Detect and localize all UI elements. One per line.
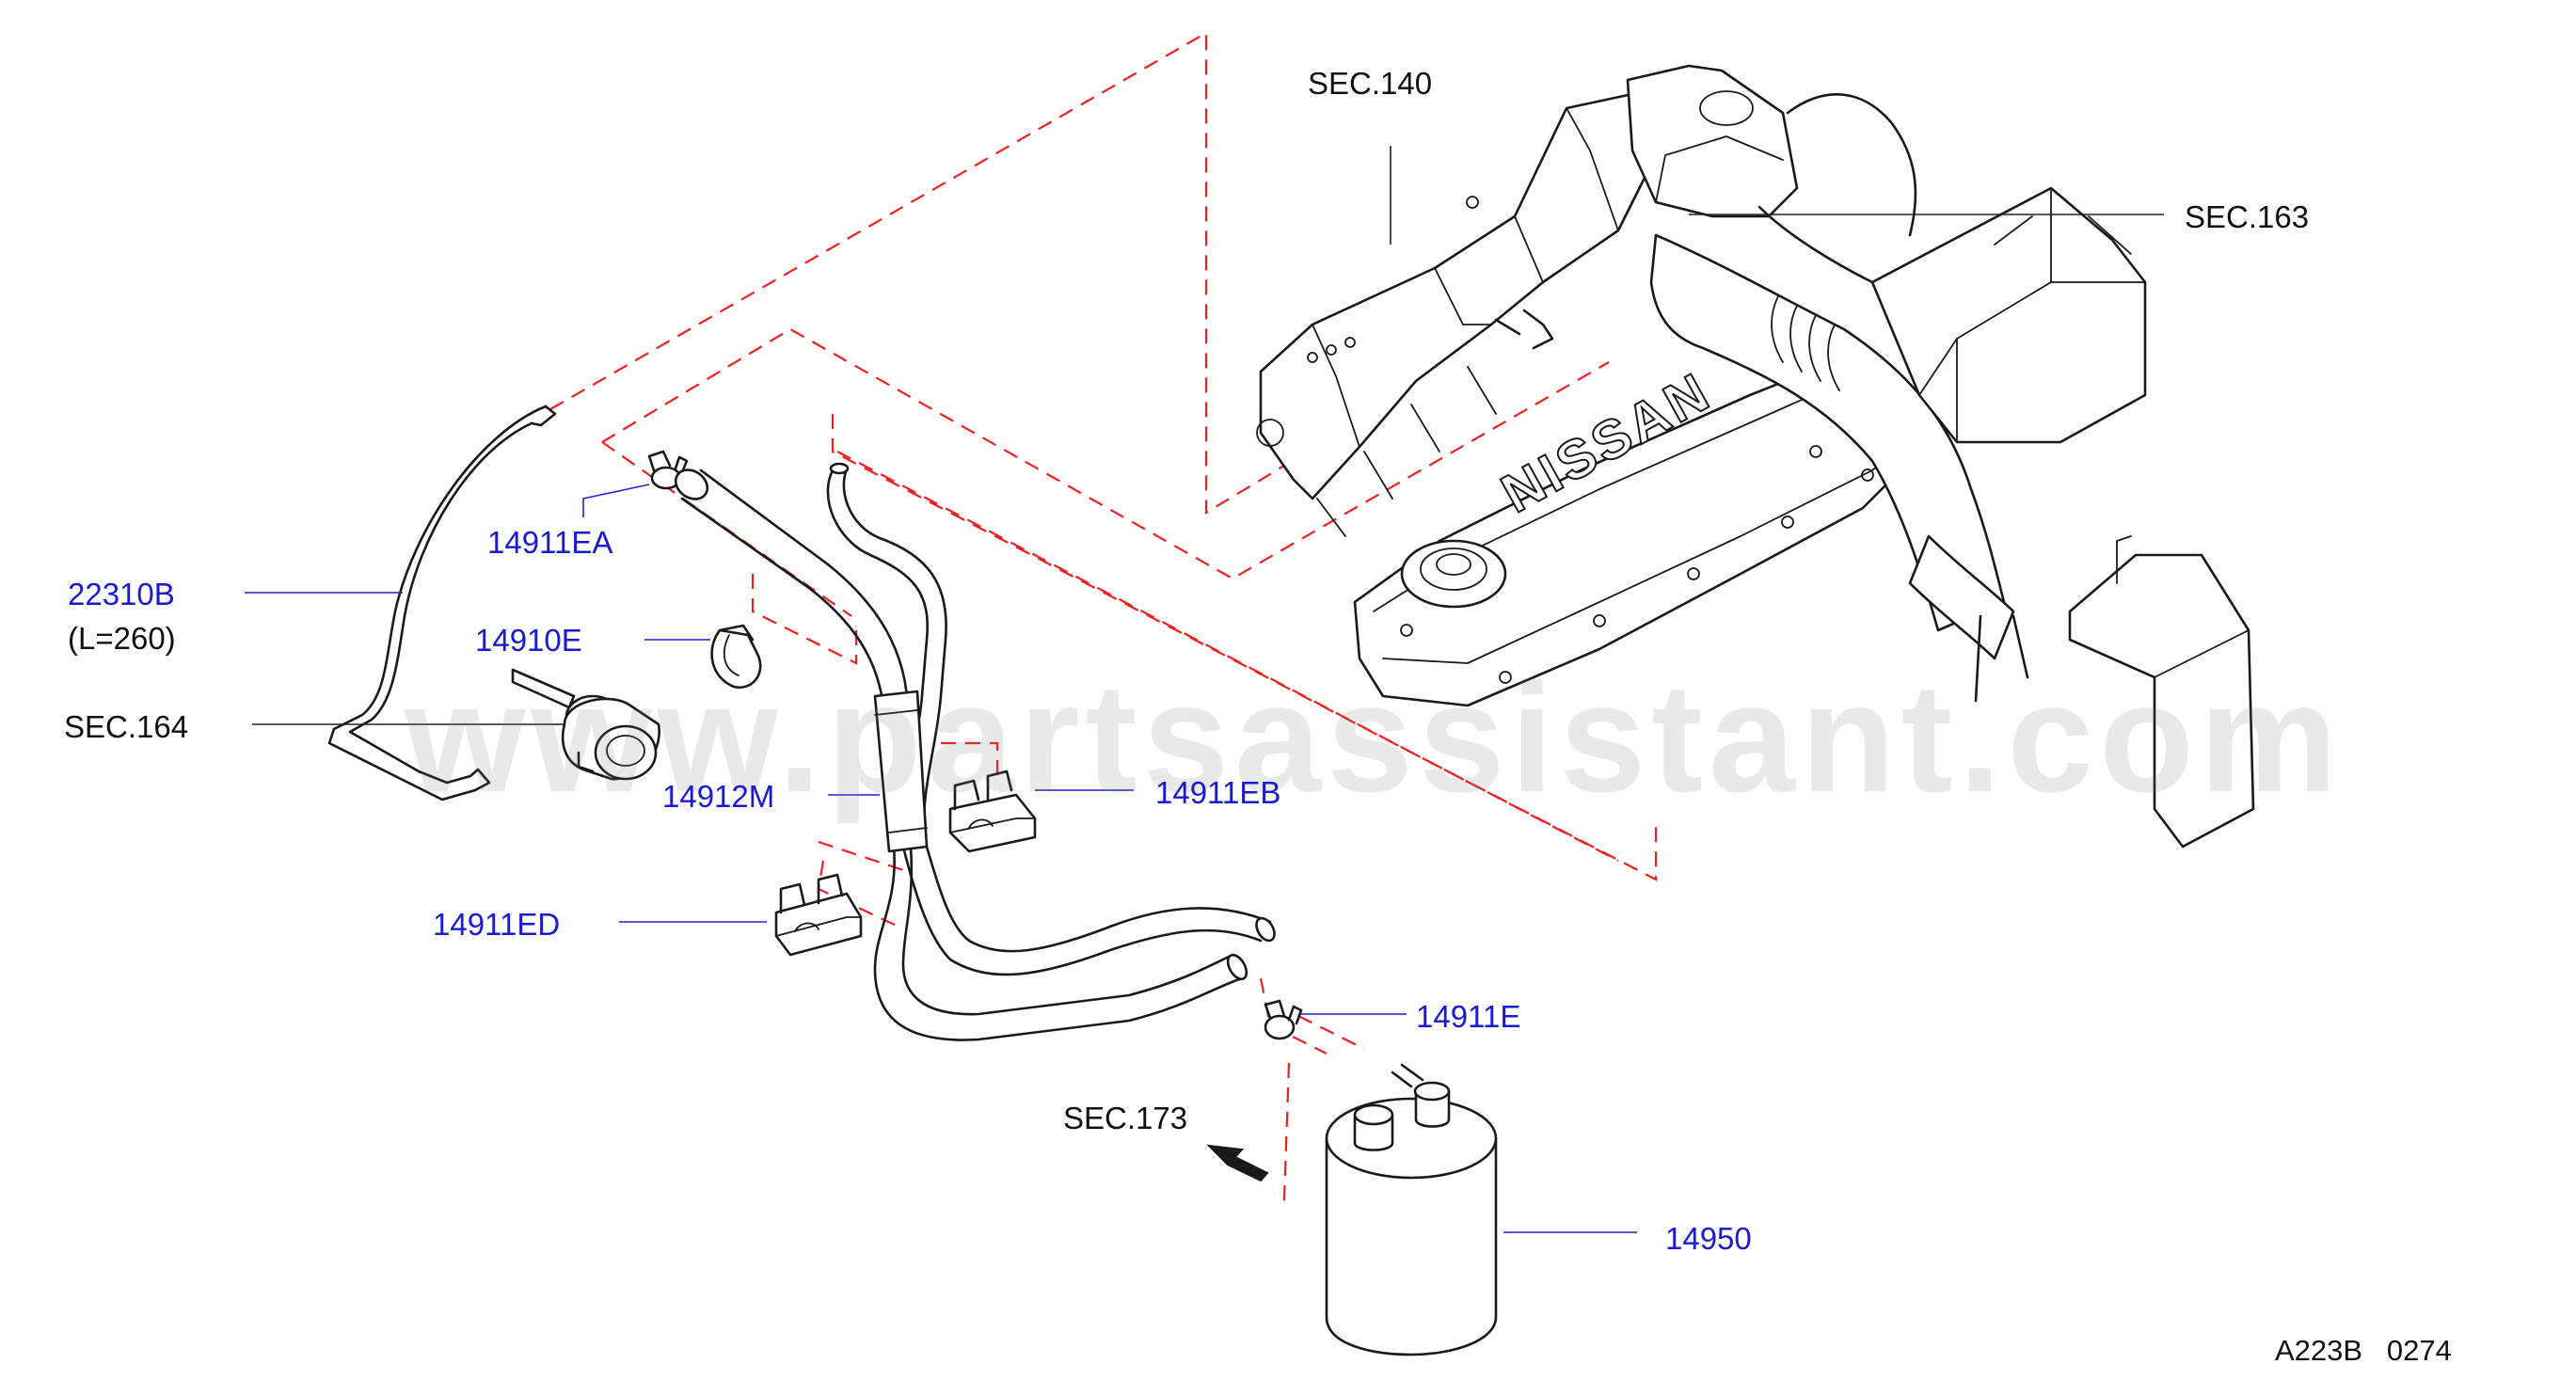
clip-14911ed <box>774 873 863 957</box>
vacuum-valve <box>511 668 660 781</box>
hose-22310b <box>327 405 557 801</box>
label-sec164: SEC.164 <box>64 709 189 744</box>
label-sec173: SEC.173 <box>1063 1101 1188 1135</box>
label-14911ea[interactable]: 14911EA <box>487 525 613 560</box>
label-14911ed[interactable]: 14911ED <box>433 907 561 942</box>
label-14910e[interactable]: 14910E <box>475 623 582 658</box>
watermark: www.partsassistant.com <box>405 651 2344 824</box>
canister-14950 <box>1325 1063 1498 1356</box>
engine-assembly <box>1256 64 2255 849</box>
label-14912m[interactable]: 14912M <box>662 779 775 814</box>
label-22310b[interactable]: 22310B <box>68 577 175 611</box>
clamp-14910e <box>710 624 762 690</box>
footer-code: A223B 0274 <box>2275 1334 2452 1367</box>
label-22310b-length: (L=260) <box>68 621 176 656</box>
label-sec140: SEC.140 <box>1308 66 1433 101</box>
label-14911e[interactable]: 14911E <box>1416 999 1521 1034</box>
sec173-arrow <box>1206 1144 1269 1182</box>
label-14950[interactable]: 14950 <box>1665 1221 1752 1256</box>
label-sec163: SEC.163 <box>2185 199 2310 234</box>
hose-14912m <box>674 462 1276 1041</box>
label-14911eb[interactable]: 14911EB <box>1155 775 1281 810</box>
leader-lines <box>245 146 2164 1233</box>
clip-14911eb <box>948 769 1037 853</box>
clamp-14911e <box>1264 999 1303 1040</box>
